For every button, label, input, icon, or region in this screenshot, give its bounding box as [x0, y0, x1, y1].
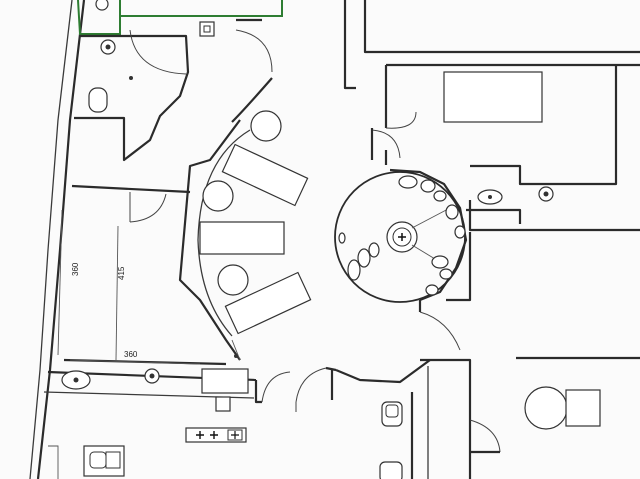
central-hub — [334, 168, 468, 303]
bathroom-top-left — [74, 0, 283, 162]
dimension-360-vertical: 360 — [71, 262, 80, 276]
treatment-bed-3 — [224, 271, 312, 335]
lower-right-corridor — [335, 300, 501, 479]
stool-1 — [250, 110, 282, 142]
right-rooms — [384, 65, 640, 430]
entrance-doors — [254, 366, 337, 412]
hub-door-arcs — [370, 128, 401, 160]
toilet-icon — [88, 87, 108, 113]
office-desk — [443, 71, 543, 123]
treatment-bed-1 — [221, 143, 309, 207]
trash-bin — [215, 396, 231, 412]
stool-3 — [217, 264, 249, 296]
outer-walls — [29, 0, 640, 479]
left-room — [43, 184, 257, 412]
treatment-area — [199, 110, 312, 335]
stool-2 — [202, 180, 234, 212]
dimension-415-vertical: 415 — [117, 266, 126, 280]
counter — [201, 368, 249, 394]
chair-1 — [381, 401, 403, 427]
shower-drain-icon — [199, 21, 215, 37]
dimension-360-horizontal: 360 — [124, 350, 138, 359]
side-chair — [565, 389, 601, 427]
desk-items — [338, 175, 466, 296]
round-table — [524, 386, 568, 430]
curved-corridor-wall — [178, 18, 273, 361]
treatment-bed-2 — [199, 221, 285, 255]
washer — [83, 445, 125, 477]
chair-2 — [379, 461, 403, 479]
bottom-left-fixtures — [48, 427, 247, 479]
top-basin-icon — [95, 0, 109, 11]
